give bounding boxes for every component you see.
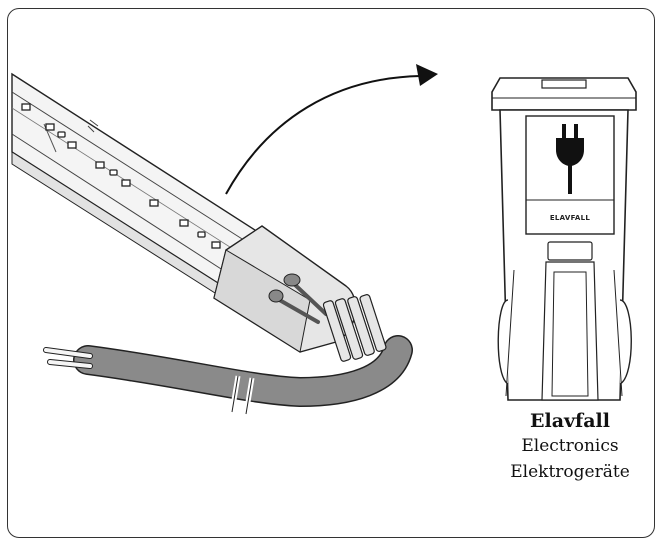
cable xyxy=(43,335,413,415)
plug-icon xyxy=(556,124,584,194)
end-cap-connector xyxy=(213,225,387,362)
caption-german: Elektrogeräte xyxy=(510,462,630,482)
caption-english: Electronics xyxy=(521,436,619,456)
bin-sign-label: ELAVFALL xyxy=(550,214,591,222)
caption-title: Elavfall xyxy=(530,410,610,432)
strain-relief xyxy=(322,294,387,362)
led-chips xyxy=(21,103,221,249)
arrow-to-bin xyxy=(225,64,438,195)
waste-bin: ELAVFALL xyxy=(491,77,637,401)
led-strip xyxy=(11,72,259,301)
